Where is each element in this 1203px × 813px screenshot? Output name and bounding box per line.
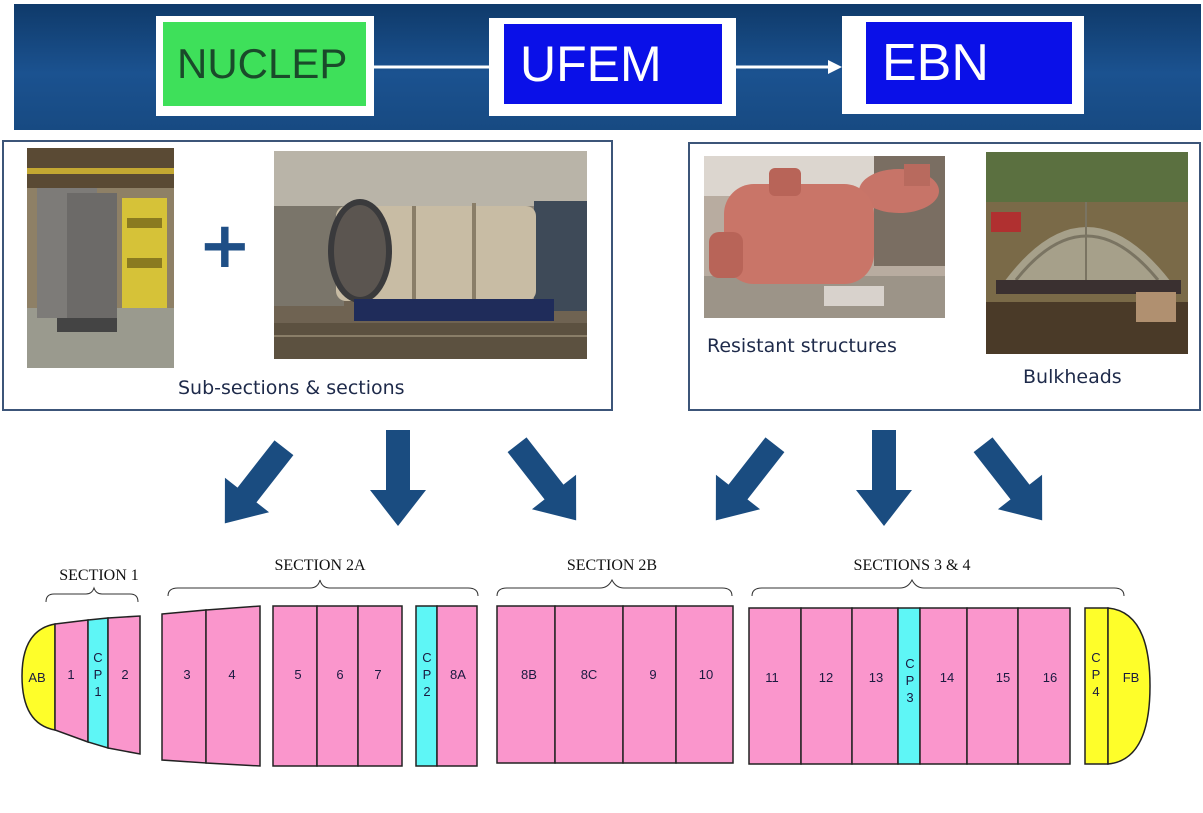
hull-label: AB	[28, 670, 45, 685]
hull-segment-12	[800, 607, 853, 765]
hull-label: 12	[819, 670, 833, 685]
hull-label: 7	[374, 667, 381, 682]
hull-segment-8c	[554, 605, 624, 764]
hull-label: 1	[94, 684, 101, 699]
hull-segment-4	[205, 605, 261, 767]
hull-segment-15	[966, 607, 1019, 765]
section-cylinder-image	[274, 151, 587, 359]
hull-label: 2	[121, 667, 128, 682]
plus-icon: +	[198, 209, 252, 283]
hull-ab	[21, 623, 56, 731]
label-section-2a: SECTION 2A	[274, 557, 366, 574]
arrow-down-right-icon	[960, 427, 1065, 538]
caption-bulkheads: Bulkheads	[1023, 366, 1122, 388]
brace-section-1	[45, 586, 139, 603]
stage-ufem-label: UFEM	[520, 36, 662, 92]
photo-sections	[274, 151, 587, 359]
stage-ebn-label: EBN	[882, 34, 989, 92]
hull-label: 9	[649, 667, 656, 682]
hull-label: P	[1092, 667, 1101, 682]
hull-label: C	[93, 650, 102, 665]
hull-fb	[1107, 607, 1151, 765]
stage-ufem: UFEM	[504, 24, 722, 104]
hull-label: 11	[765, 670, 779, 685]
hull-label: 8B	[521, 667, 537, 682]
hull-label: FB	[1123, 670, 1140, 685]
hull-segment-6	[316, 605, 359, 767]
header-arrows	[370, 60, 842, 74]
caption-subsections: Sub-sections & sections	[178, 377, 405, 399]
hull-label: 10	[699, 667, 713, 682]
flow-arrows	[202, 427, 1065, 540]
hull-label: 8A	[450, 667, 466, 682]
brace-sections-3-4	[751, 578, 1125, 597]
photo-resistant-structures	[704, 156, 945, 318]
stage-nuclep: NUCLEP	[163, 22, 366, 106]
hull-label: C	[422, 650, 431, 665]
arrow-down-left-icon	[202, 430, 307, 540]
arrow-down-left-icon	[693, 427, 798, 538]
hull-label: 3	[183, 667, 190, 682]
label-section-2b: SECTION 2B	[567, 557, 657, 574]
hull-cp1	[87, 617, 109, 750]
hull-segment-7	[357, 605, 403, 767]
photo-bulkheads	[986, 152, 1188, 354]
bulkhead-image	[986, 152, 1188, 354]
hull-segment-11	[748, 607, 802, 765]
stage-ebn: EBN	[866, 22, 1072, 104]
hull-label: 16	[1043, 670, 1057, 685]
label-sections-3-4: SECTIONS 3 & 4	[854, 557, 971, 574]
caption-resistant-structures: Resistant structures	[707, 335, 897, 357]
hull-segment-16	[1017, 607, 1071, 765]
hull-label: 14	[940, 670, 954, 685]
hull-diagram: SECTION 1 SECTION 2A SECTION 2B SECTIONS…	[21, 557, 1151, 767]
hull-segment-5	[272, 605, 318, 767]
hull-label: 13	[869, 670, 883, 685]
brace-section-2a	[167, 579, 479, 597]
arrow-down-icon	[370, 430, 426, 526]
stage-nuclep-label: NUCLEP	[177, 40, 348, 87]
hull-label: P	[423, 667, 432, 682]
hull-label: 1	[67, 667, 74, 682]
hull-segment-3	[161, 609, 207, 764]
photo-subsections	[27, 148, 174, 368]
hull-label: 4	[1092, 684, 1099, 699]
hull-label: 2	[423, 684, 430, 699]
hull-segment-8b	[496, 605, 556, 764]
label-section-1: SECTION 1	[59, 567, 139, 584]
arrow-down-icon	[856, 430, 912, 526]
hull-label: 15	[996, 670, 1010, 685]
hull-segment-8a	[436, 605, 478, 767]
arrow-down-right-icon	[494, 427, 599, 538]
hull-label: P	[94, 667, 103, 682]
hull-segment-10	[675, 605, 734, 764]
hull-label: 5	[294, 667, 301, 682]
hull-label: C	[905, 656, 914, 671]
hull-label: C	[1091, 650, 1100, 665]
hull-label: 8C	[581, 667, 598, 682]
subsection-image	[27, 148, 174, 368]
arrowhead-icon	[828, 60, 842, 74]
hull-segment-9	[622, 605, 677, 764]
hull-segment-2	[107, 615, 141, 755]
resistant-structure-image	[704, 156, 945, 318]
hull-label: 3	[906, 690, 913, 705]
hull-segment-14	[919, 607, 968, 765]
hull-label: P	[906, 673, 915, 688]
hull-segment-13	[851, 607, 899, 765]
brace-section-2b	[496, 578, 733, 597]
hull-label: 6	[336, 667, 343, 682]
hull-label: 4	[228, 667, 235, 682]
